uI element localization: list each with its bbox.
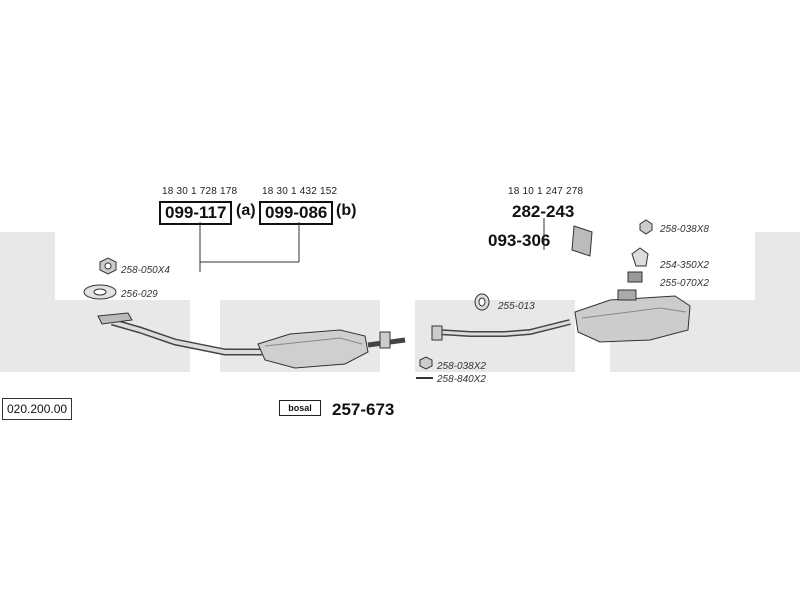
fitting-nut-rear-label[interactable]: 258-038X8 xyxy=(660,224,709,235)
oem-number-b: 18 30 1 432 152 xyxy=(262,186,338,197)
front-pipe-icon xyxy=(97,312,262,356)
variant-b-label: (b) xyxy=(336,202,357,219)
ring-mid-icon xyxy=(474,293,490,311)
nut-mid-icon xyxy=(419,356,433,370)
variant-a-label: (a) xyxy=(236,202,256,219)
fitting-bolt-mid-label[interactable]: 258-840X2 xyxy=(437,374,486,385)
clamp-rear-icon xyxy=(631,247,649,267)
fitting-nut-front-label[interactable]: 258-050X4 xyxy=(121,265,170,276)
rubber-rear-icon xyxy=(627,271,643,283)
part-number-front-pipe-b[interactable]: 099-086 xyxy=(259,201,334,225)
bosal-logo-box: bosal xyxy=(279,400,321,416)
fitting-ring-mid-label[interactable]: 255-013 xyxy=(498,301,535,312)
gasket-front-icon xyxy=(83,284,117,300)
fitting-gasket-front-label[interactable]: 256-029 xyxy=(121,289,158,300)
rear-muffler-icon xyxy=(574,289,691,343)
nut-front-icon xyxy=(99,257,117,275)
fitting-clamp-rear-label[interactable]: 254-350X2 xyxy=(660,260,709,271)
fitting-rubber-rear-label[interactable]: 255-070X2 xyxy=(660,278,709,289)
part-number-mounting-kit[interactable]: 257-673 xyxy=(332,400,395,419)
part-number-front-pipe-a[interactable]: 099-117 xyxy=(159,201,233,225)
rear-pipe-icon xyxy=(431,319,571,341)
part-number-hanger[interactable]: 093-306 xyxy=(488,231,551,250)
hanger-icon xyxy=(571,225,593,257)
catalog-number: 020.200.00 xyxy=(2,398,73,420)
fitting-nut-mid-label[interactable]: 258-038X2 xyxy=(437,361,486,372)
oem-number-rear: 18 10 1 247 278 xyxy=(508,186,584,197)
nut-rear-icon xyxy=(639,219,653,235)
catalytic-converter-icon xyxy=(257,329,406,369)
oem-number-a: 18 30 1 728 178 xyxy=(162,186,238,197)
part-number-rear-muffler[interactable]: 282-243 xyxy=(512,202,575,221)
